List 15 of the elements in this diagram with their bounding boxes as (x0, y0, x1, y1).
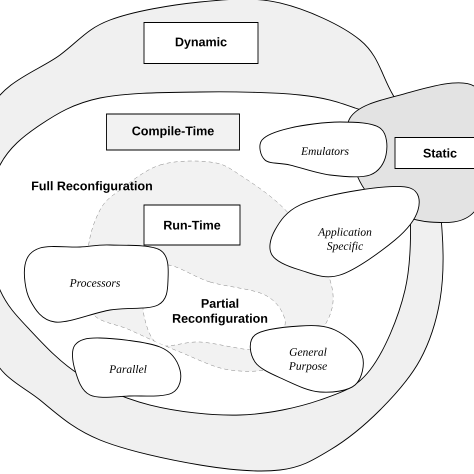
label-text: Parallel (109, 364, 147, 374)
blob-shape (250, 325, 364, 393)
label-text: Full Reconfiguration (32, 181, 152, 193)
label-text: Partial Reconfiguration (172, 298, 268, 326)
blob-shape (72, 338, 182, 398)
label-text: Emulators (300, 146, 349, 156)
label-text: Application Specific (318, 228, 372, 252)
node-label: Static (423, 148, 457, 158)
title-box: Dynamic (144, 22, 258, 64)
title-box: Run-Time (144, 204, 240, 246)
blob-shape (24, 244, 169, 323)
label-text: Processors (70, 279, 120, 287)
title-box: Compile-Time (106, 114, 240, 150)
title-box: Static (394, 137, 474, 169)
label-text: General Purpose (288, 348, 327, 372)
